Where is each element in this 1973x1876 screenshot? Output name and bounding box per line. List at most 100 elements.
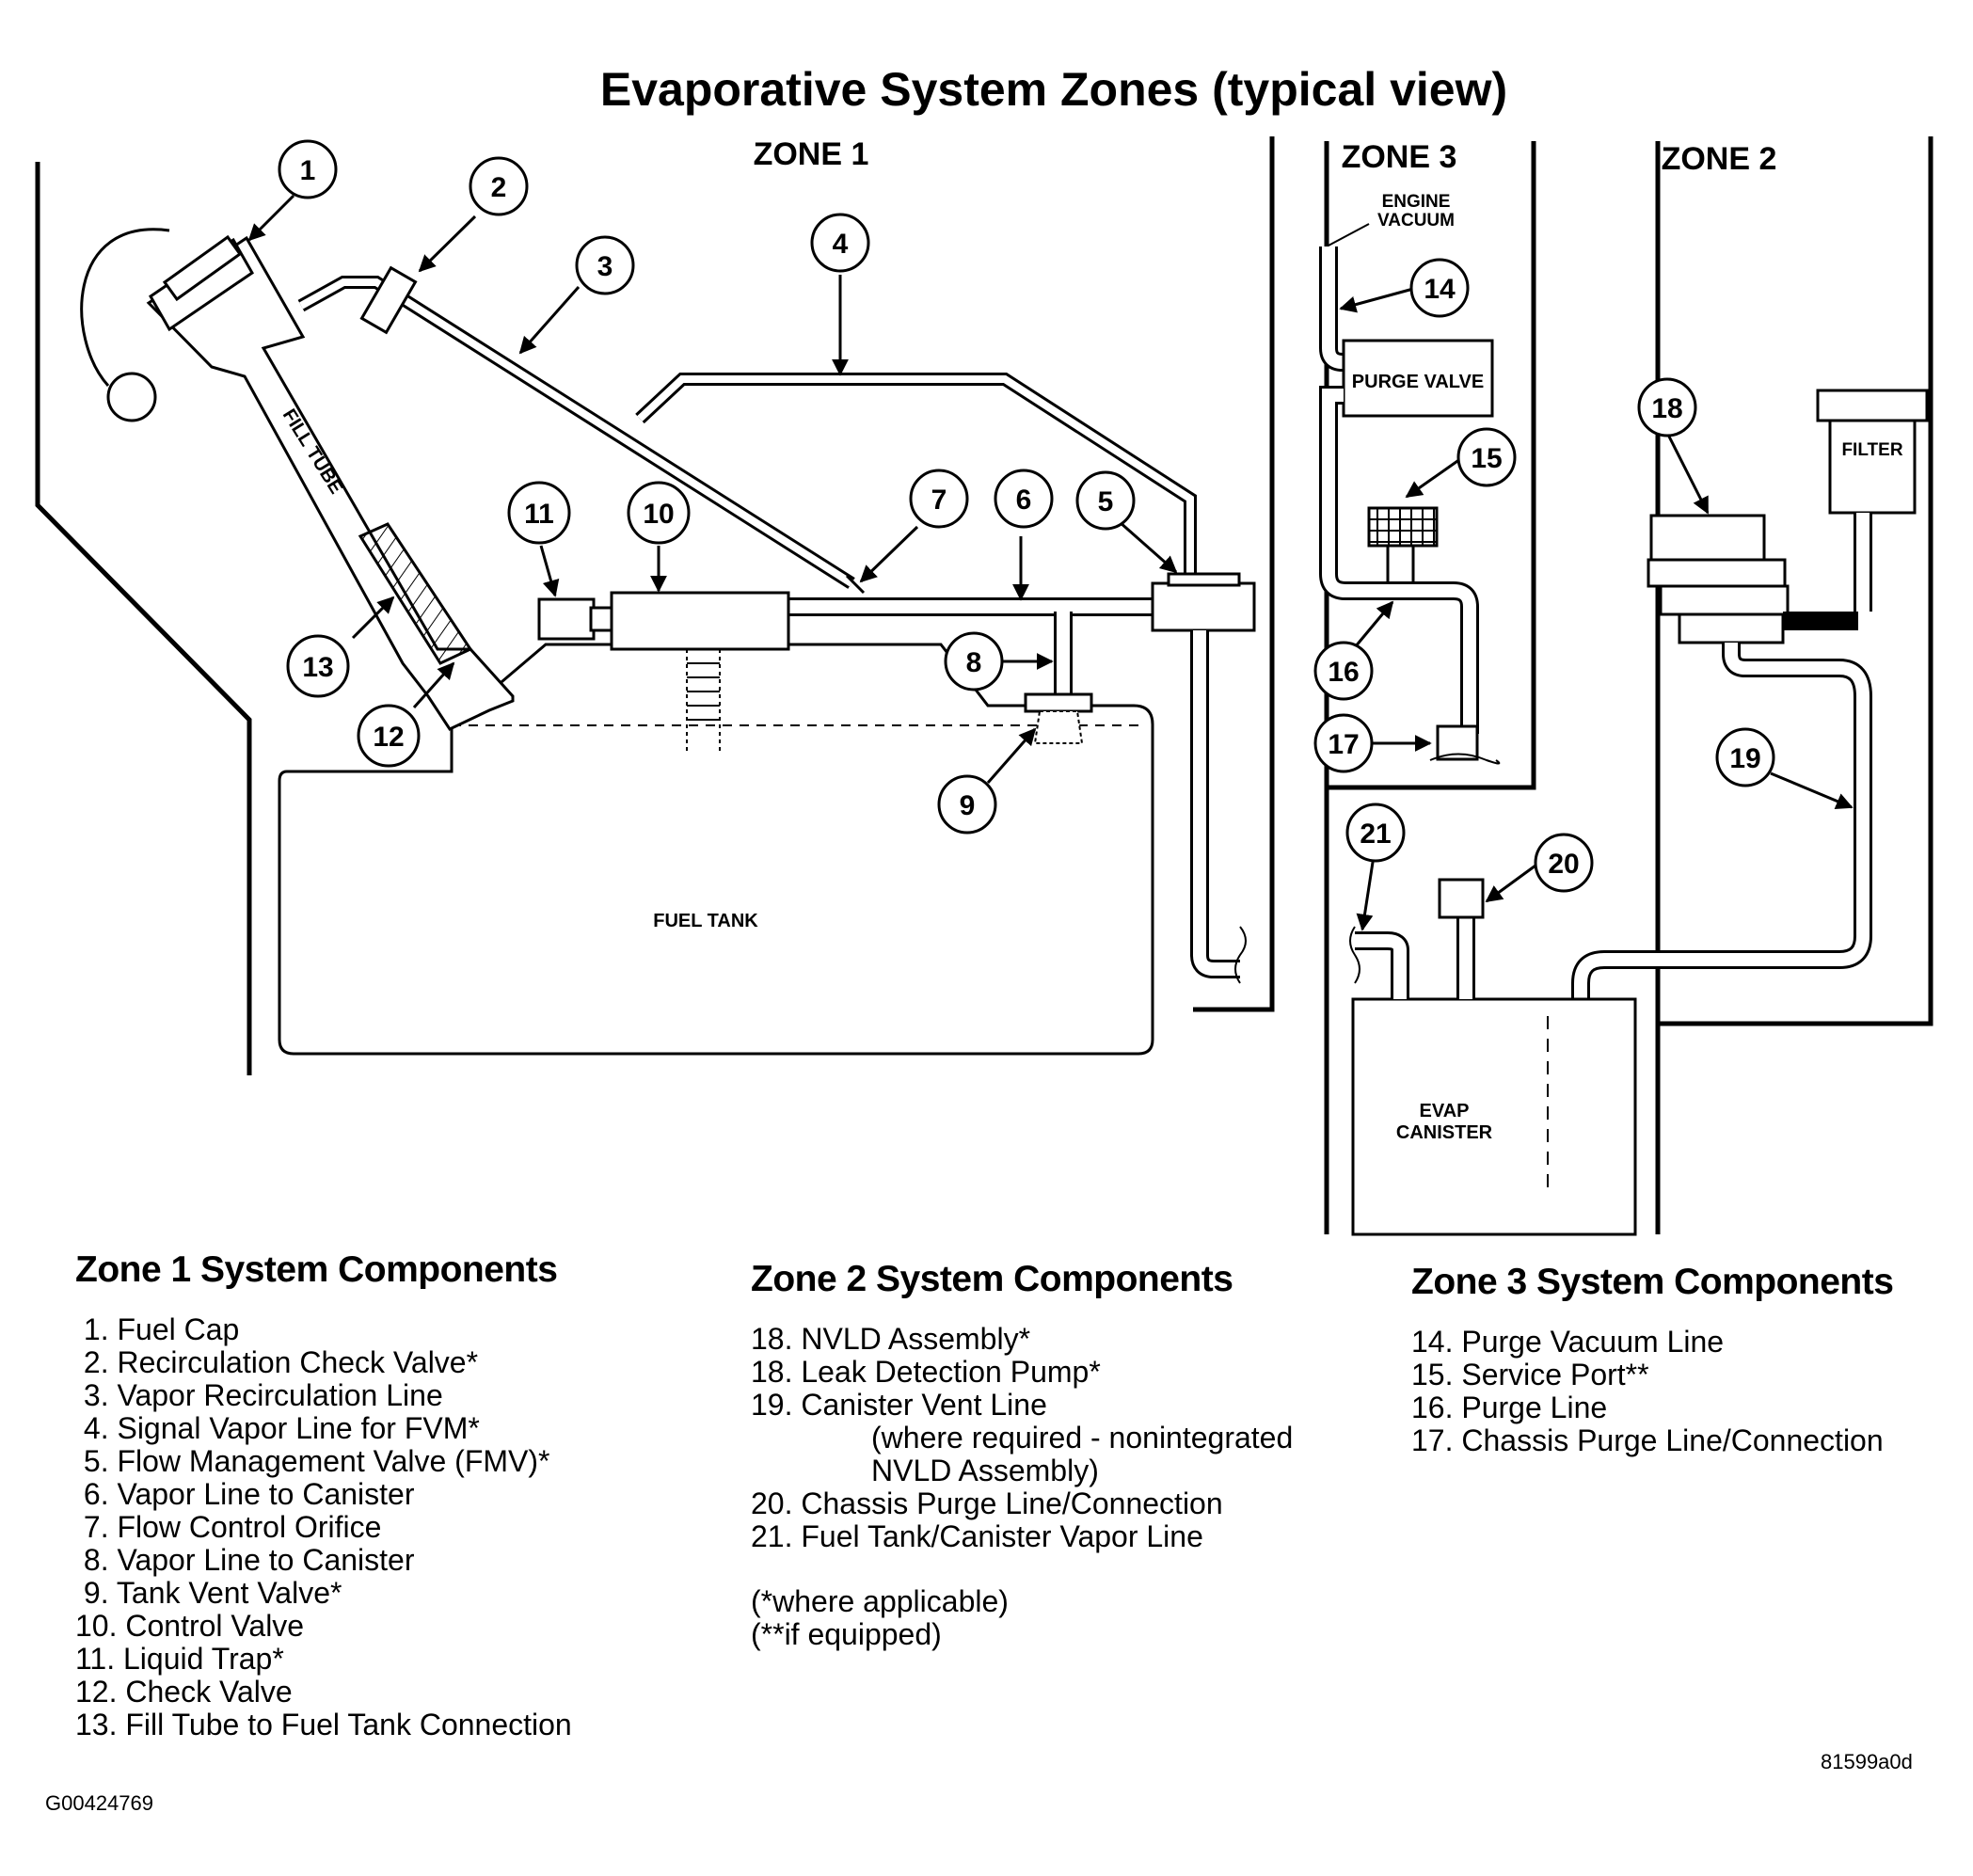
callout-17: 17 bbox=[1313, 713, 1374, 773]
zone-3-legend-list: 14. Purge Vacuum Line 15. Service Port**… bbox=[1411, 1326, 1893, 1457]
callout-9: 9 bbox=[937, 774, 997, 835]
legend-item: 21. Fuel Tank/Canister Vapor Line bbox=[751, 1519, 1203, 1553]
zone-2-legend-heading: Zone 2 System Components bbox=[751, 1259, 1233, 1299]
legend-item: 7. Flow Control Orifice bbox=[75, 1510, 382, 1544]
svg-text:1: 1 bbox=[300, 155, 316, 186]
legend-item: 12. Check Valve bbox=[75, 1675, 293, 1709]
purge-valve bbox=[1342, 339, 1494, 418]
zone-3-legend: Zone 3 System Components 14. Purge Vacuu… bbox=[1411, 1262, 1894, 1457]
callout-15: 15 bbox=[1456, 427, 1517, 487]
svg-text:5: 5 bbox=[1098, 486, 1114, 517]
legend-item: 11. Liquid Trap* bbox=[75, 1642, 284, 1676]
svg-text:17: 17 bbox=[1328, 729, 1359, 760]
callout-8: 8 bbox=[944, 631, 1004, 692]
svg-text:20: 20 bbox=[1548, 849, 1579, 880]
svg-text:10: 10 bbox=[643, 499, 674, 530]
callout-19: 19 bbox=[1715, 727, 1775, 787]
callout-7: 7 bbox=[909, 469, 969, 529]
figure-code: 81599a0d bbox=[1821, 1750, 1913, 1773]
legend-item: 10. Control Valve bbox=[75, 1609, 305, 1643]
zone-3-heading: ZONE 3 bbox=[1342, 139, 1457, 175]
footnote-where-applicable: (*where applicable) bbox=[751, 1584, 1009, 1618]
zone-2-legend-list: 18. NVLD Assembly* 18. Leak Detection Pu… bbox=[751, 1323, 1293, 1553]
legend-subitem: (where required - nonintegrated bbox=[871, 1421, 1294, 1455]
svg-text:21: 21 bbox=[1360, 819, 1391, 850]
legend-item: 8. Vapor Line to Canister bbox=[75, 1543, 415, 1577]
fill-tube-hatch bbox=[358, 522, 473, 665]
legend-item: 3. Vapor Recirculation Line bbox=[75, 1378, 443, 1412]
legend-item: 6. Vapor Line to Canister bbox=[75, 1477, 415, 1511]
svg-text:12: 12 bbox=[373, 722, 404, 753]
service-port bbox=[1367, 506, 1439, 548]
legend-item: 15. Service Port** bbox=[1411, 1358, 1649, 1391]
evap-system-diagram: Evaporative System Zones (typical view) … bbox=[35, 63, 1933, 1236]
liquid-trap bbox=[537, 597, 596, 641]
cap-tether-ring bbox=[106, 372, 157, 422]
svg-text:8: 8 bbox=[966, 647, 982, 678]
svg-text:16: 16 bbox=[1328, 657, 1359, 688]
svg-text:11: 11 bbox=[524, 499, 554, 530]
svg-text:19: 19 bbox=[1729, 743, 1760, 774]
legend-item: 2. Recirculation Check Valve* bbox=[75, 1345, 479, 1379]
zone-2-heading: ZONE 2 bbox=[1662, 141, 1777, 177]
control-valve-mount bbox=[686, 649, 721, 753]
filter bbox=[1828, 417, 1917, 515]
callout-13: 13 bbox=[286, 634, 350, 698]
svg-text:15: 15 bbox=[1471, 443, 1502, 474]
fuel-tank-outline bbox=[278, 643, 1154, 1056]
engine-vacuum-label-1: ENGINE bbox=[1382, 192, 1451, 212]
flow-management-valve bbox=[1151, 581, 1256, 632]
fuel-tank-label: FUEL TANK bbox=[653, 911, 758, 931]
legend-item: 20. Chassis Purge Line/Connection bbox=[751, 1486, 1223, 1520]
callout-21: 21 bbox=[1345, 803, 1406, 863]
svg-text:4: 4 bbox=[833, 229, 849, 260]
legend-item: 18. Leak Detection Pump* bbox=[751, 1355, 1101, 1389]
callout-18: 18 bbox=[1637, 377, 1697, 437]
callout-6: 6 bbox=[994, 469, 1054, 529]
callout-20: 20 bbox=[1534, 833, 1594, 893]
legend-item: 14. Purge Vacuum Line bbox=[1411, 1325, 1725, 1359]
flow-control-orifice bbox=[845, 574, 866, 595]
tank-canister-vapor-line bbox=[1355, 931, 1409, 999]
zone-2-legend: Zone 2 System Components 18. NVLD Assemb… bbox=[751, 1259, 1293, 1651]
control-valve bbox=[610, 591, 790, 651]
legend-item: 17. Chassis Purge Line/Connection bbox=[1411, 1423, 1884, 1457]
recirculation-check-valve bbox=[359, 265, 418, 335]
callout-2: 2 bbox=[469, 156, 529, 216]
zone-1-legend-heading: Zone 1 System Components bbox=[75, 1249, 558, 1290]
legend-item: 13. Fill Tube to Fuel Tank Connection bbox=[75, 1708, 572, 1741]
zone-3-legend-heading: Zone 3 System Components bbox=[1411, 1262, 1894, 1302]
svg-text:2: 2 bbox=[491, 172, 507, 203]
legend-item: 18. NVLD Assembly* bbox=[751, 1322, 1031, 1356]
callout-10: 10 bbox=[627, 481, 691, 545]
svg-text:13: 13 bbox=[302, 652, 333, 683]
callout-5: 5 bbox=[1075, 470, 1136, 531]
svg-text:7: 7 bbox=[931, 485, 947, 516]
callout-3: 3 bbox=[575, 235, 635, 295]
svg-text:9: 9 bbox=[960, 790, 976, 821]
callouts: 1 2 3 4 5 6 7 8 9 10 11 12 13 14 15 16 1… bbox=[247, 139, 1854, 931]
graphic-id: G00424769 bbox=[45, 1791, 153, 1815]
legend-item: 5. Flow Management Valve (FMV)* bbox=[75, 1444, 550, 1478]
callout-11: 11 bbox=[507, 481, 571, 545]
canister-vent-line bbox=[1571, 612, 1872, 999]
tank-vent-valve bbox=[1024, 692, 1093, 713]
engine-vacuum-label-2: VACUUM bbox=[1377, 211, 1455, 231]
evap-canister-label-1: EVAP bbox=[1420, 1101, 1470, 1121]
callout-4: 4 bbox=[810, 213, 870, 273]
svg-text:18: 18 bbox=[1651, 393, 1682, 424]
callout-12: 12 bbox=[357, 704, 421, 768]
evap-canister-label-2: CANISTER bbox=[1396, 1122, 1493, 1143]
zone-1-legend-list: 1. Fuel Cap 2. Recirculation Check Valve… bbox=[75, 1313, 572, 1741]
callout-14: 14 bbox=[1409, 258, 1470, 318]
legend-item: 9. Tank Vent Valve* bbox=[75, 1576, 342, 1610]
svg-text:14: 14 bbox=[1424, 274, 1456, 305]
legend-item: 1. Fuel Cap bbox=[75, 1312, 240, 1346]
legend-item: 16. Purge Line bbox=[1411, 1391, 1608, 1424]
filter-label: FILTER bbox=[1841, 440, 1902, 460]
zone-1-heading: ZONE 1 bbox=[754, 136, 869, 172]
zone-1-legend: Zone 1 System Components 1. Fuel Cap 2. … bbox=[75, 1249, 572, 1741]
diagram-title: Evaporative System Zones (typical view) bbox=[600, 63, 1507, 116]
nvld-assembly bbox=[1647, 514, 1790, 644]
svg-text:3: 3 bbox=[597, 251, 613, 282]
